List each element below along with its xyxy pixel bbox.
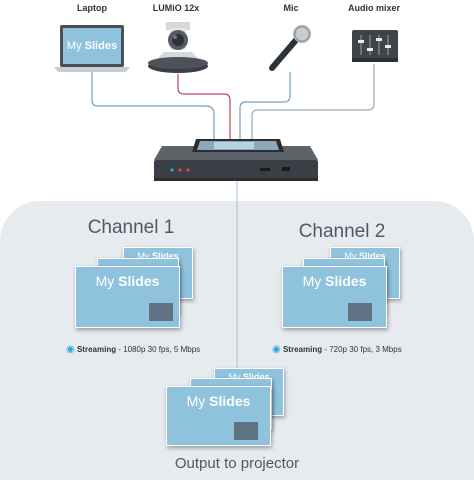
channel-1-slide-back-prefix: My: [137, 251, 150, 261]
channel-1-slide-back-word: Slides: [152, 251, 179, 261]
mixer-label: Audio mixer: [347, 3, 401, 13]
laptop-cable: [91, 72, 215, 140]
output-slide-word: Slides: [209, 393, 251, 409]
camera-label: LUMiO 12x: [152, 3, 200, 13]
channel-2-stream-info: ◉ Streaming - 720p 30 fps, 3 Mbps: [272, 344, 402, 355]
camera-cable: [177, 74, 231, 140]
mixer-cable: [251, 64, 375, 140]
laptop-screen-text: My Slides: [63, 28, 121, 64]
channel-1-slide-prefix: My: [95, 273, 115, 289]
output-slide-front: My Slides: [166, 386, 271, 446]
channel-1-stream-detail: - 1080p 30 fps, 5 Mbps: [116, 345, 201, 354]
channel-2-slide-prefix: My: [302, 273, 322, 289]
channel-1-slide-photo: [149, 303, 173, 321]
output-slide-photo: [234, 422, 258, 440]
channel-2-slide-back-word: Slides: [359, 251, 386, 261]
channel-1-stream-label: Streaming: [76, 345, 117, 354]
channel-2-slide-front: My Slides: [282, 266, 387, 328]
wifi-icon: ◉: [272, 344, 281, 355]
wifi-icon: ◉: [66, 344, 75, 355]
camera-icon: [148, 22, 208, 73]
laptop-label: Laptop: [77, 3, 107, 13]
channel-2-slide-back-prefix: My: [344, 251, 357, 261]
output-slide-back-word: Slides: [243, 372, 270, 382]
encoder-device-icon: [154, 139, 318, 181]
channel-2-title: Channel 2: [298, 221, 386, 242]
mic-label: Mic: [283, 3, 299, 13]
laptop-screen-prefix: My: [66, 40, 82, 52]
channel-1-stream-info: ◉ Streaming - 1080p 30 fps, 5 Mbps: [66, 344, 200, 355]
channel-1-slide-word: Slides: [118, 273, 160, 289]
channel-2-slide-photo: [348, 303, 372, 321]
channel-1-slide-front: My Slides: [75, 266, 180, 328]
output-slide-prefix: My: [186, 393, 206, 409]
mixer-icon: [352, 30, 398, 62]
mic-icon: [269, 25, 311, 71]
laptop-screen-word: Slides: [84, 40, 118, 52]
channel-2-stream-label: Streaming: [282, 345, 323, 354]
channel-1-title: Channel 1: [87, 217, 175, 238]
output-slide-back-prefix: My: [228, 372, 241, 382]
mic-cable: [239, 72, 291, 140]
channel-2-stream-detail: - 720p 30 fps, 3 Mbps: [322, 345, 402, 354]
channel-2-slide-word: Slides: [325, 273, 367, 289]
laptop-icon: [54, 25, 130, 72]
output-title: Output to projector: [174, 455, 300, 472]
